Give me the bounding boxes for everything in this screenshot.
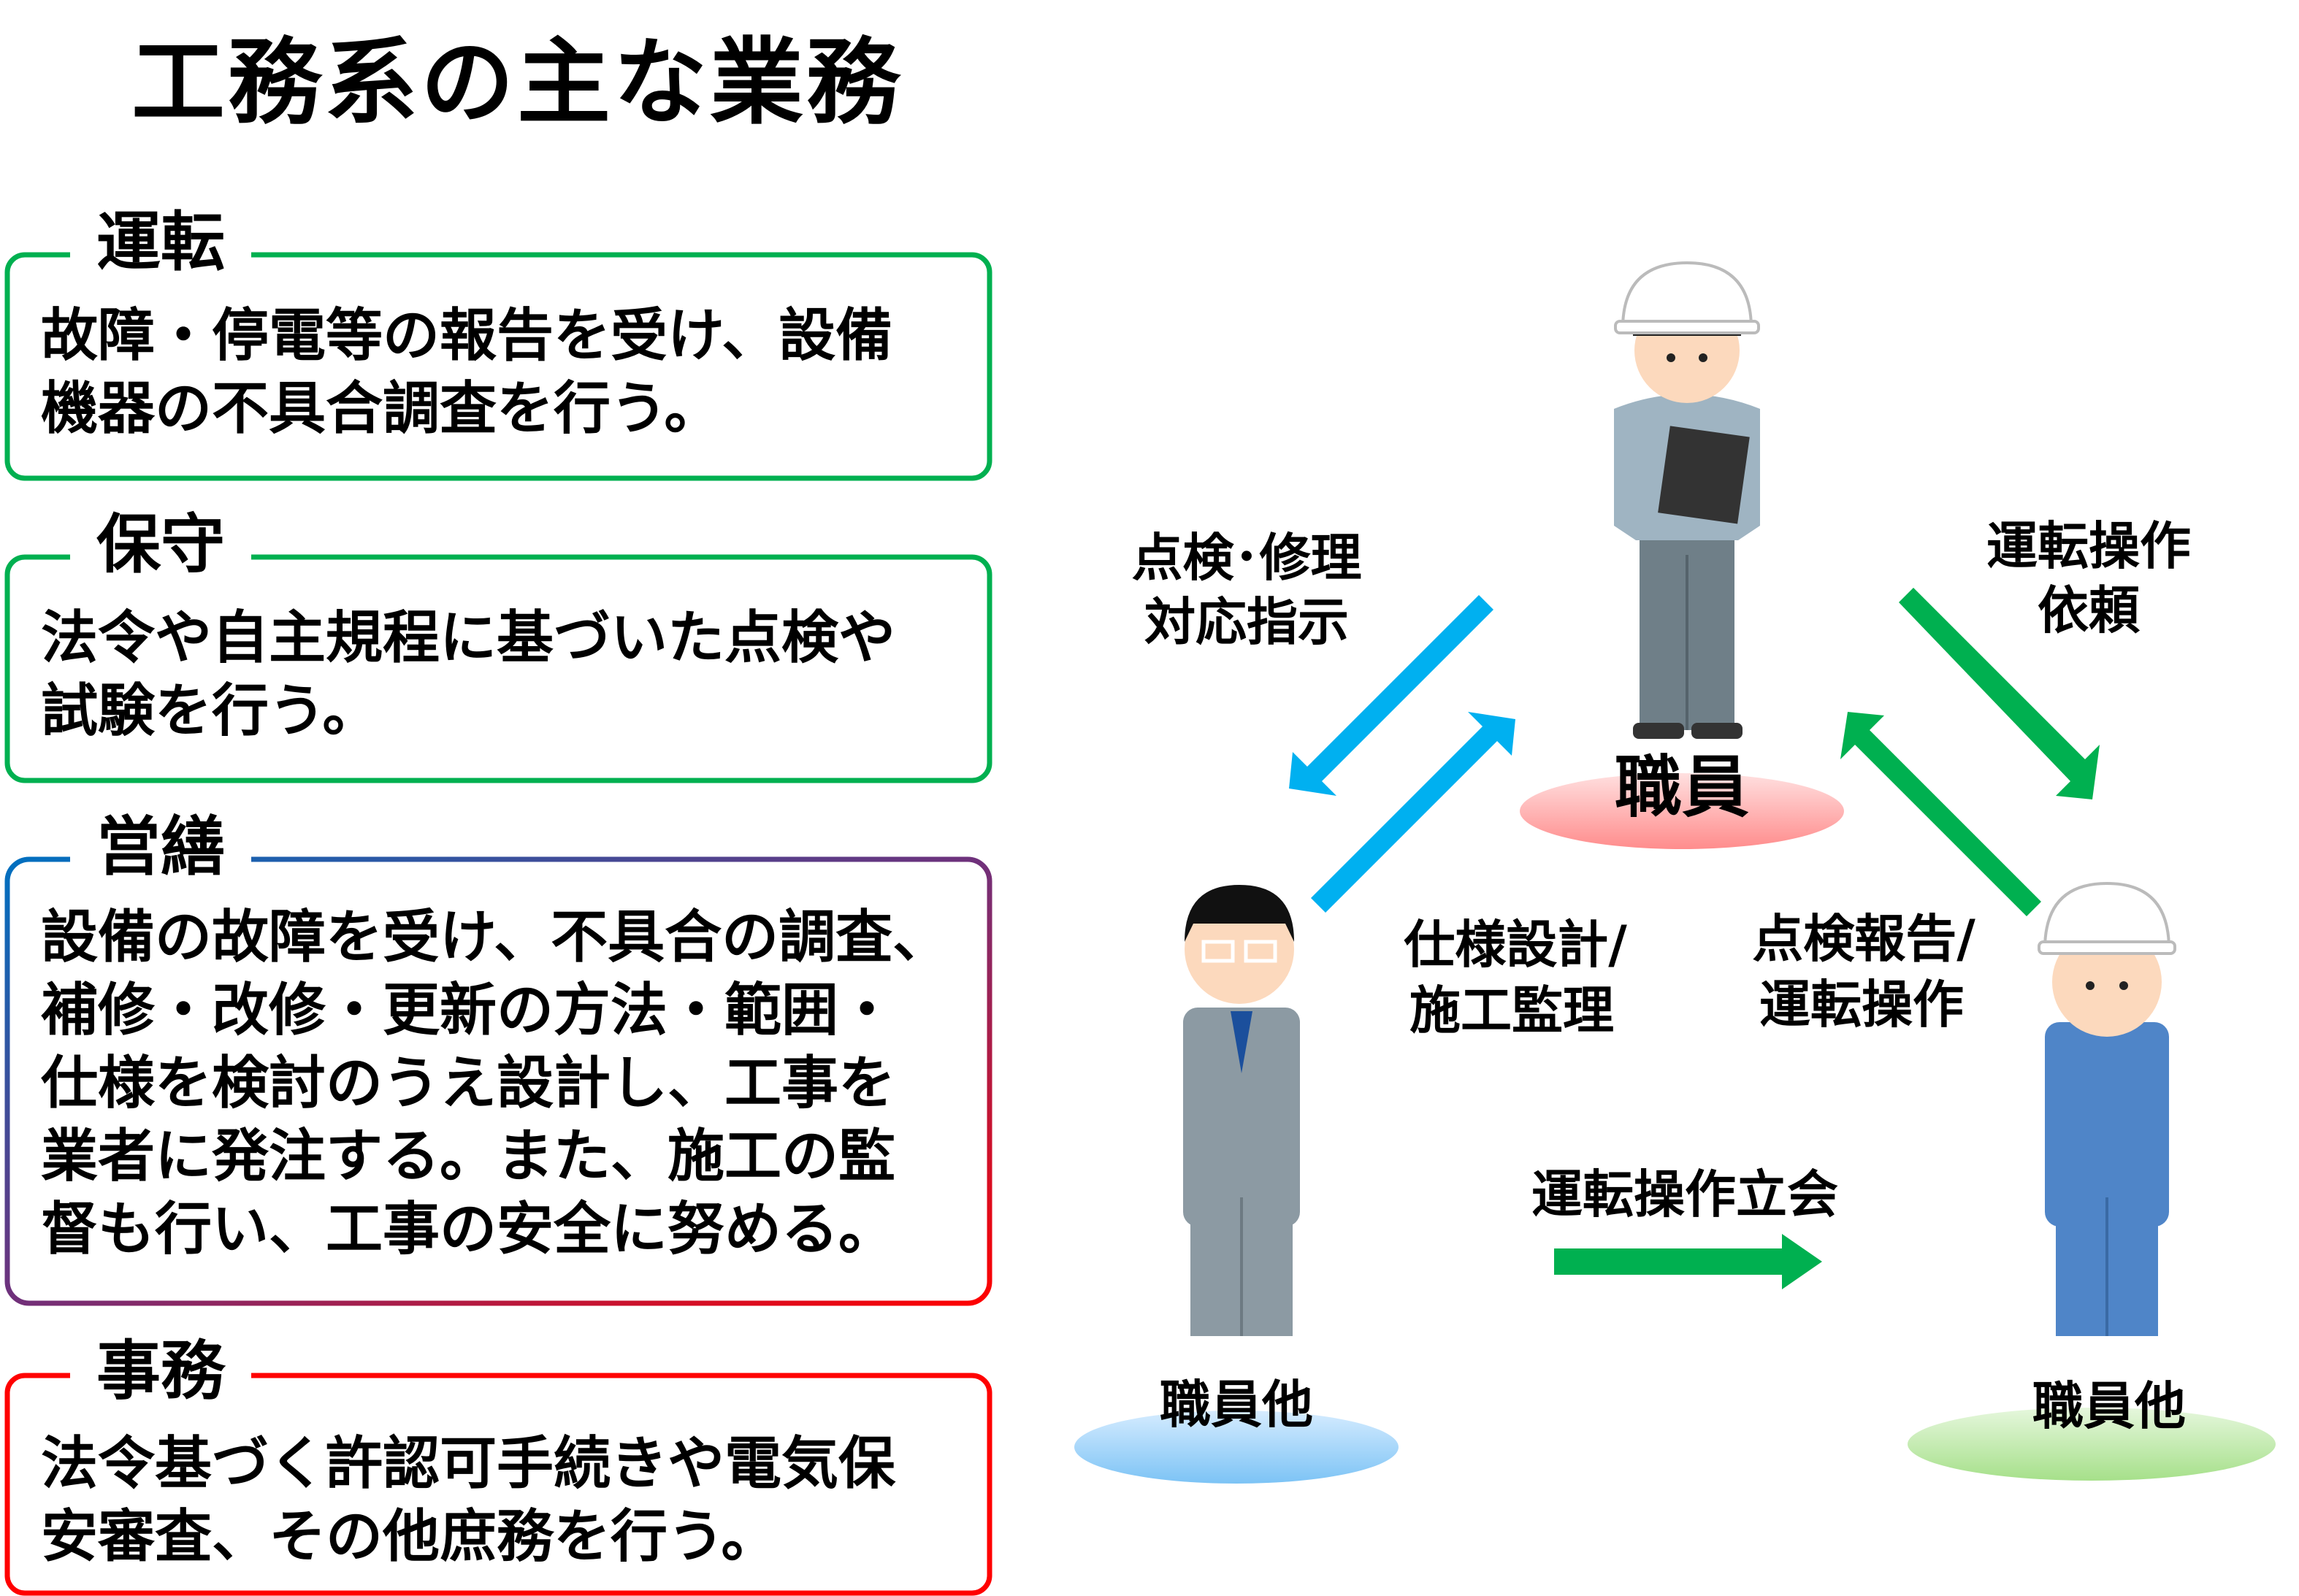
edge-label-spec-design-1: 仕様設計/ — [1404, 915, 1627, 975]
section-label-operation: 運転 — [70, 210, 252, 275]
staff-other-right-base — [1908, 1408, 2276, 1481]
arrow-staff-to-left — [1289, 595, 1493, 796]
text-line: 仕様を検討のうえ設計し、工事を — [41, 1051, 896, 1116]
text-line: 機器の不具合調査を行う。 — [41, 376, 722, 442]
staff-other-left-base — [1074, 1411, 1399, 1484]
section-body-operation: 故障・停電等の報告を受け、設備 機器の不具合調査を行う。 — [41, 299, 892, 445]
edge-label-inspection-report-2: 運転操作 — [1759, 975, 1964, 1035]
box-repair — [4, 856, 992, 1306]
staff-label: 職員 — [1615, 748, 1749, 826]
staff-base — [1520, 773, 1844, 849]
edge-label-operation-request-1: 運転操作 — [1986, 516, 2191, 576]
worker-blue-uniform-illustration — [2038, 881, 2176, 1336]
text-line: 業者に発注する。また、施工の監 — [41, 1124, 896, 1189]
box-admin — [4, 1373, 992, 1596]
edge-label-operation-request-2: 依頼 — [2038, 580, 2141, 640]
text-line: 法令基づく許認可手続きや電気保 — [41, 1431, 896, 1497]
text-line: 法令や自主規程に基づいた点検や — [41, 605, 896, 671]
edge-label-inspection-report-1: 点検報告/ — [1752, 909, 1975, 969]
staff-other-left-label: 職員他 — [1160, 1375, 1313, 1435]
text-line: 督も行い、工事の安全に努める。 — [41, 1197, 896, 1262]
page-title: 工務系の主な業務 — [131, 28, 903, 137]
text-line: 安審査、その他庶務を行う。 — [41, 1504, 779, 1570]
text-line: 補修・改修・更新の方法・範囲・ — [41, 978, 896, 1043]
staff-suit-glasses-illustration — [1183, 885, 1300, 1336]
arrow-right-to-staff — [1840, 712, 2041, 916]
section-label-repair: 営繕 — [70, 815, 252, 879]
text-line: 設備の故障を受け、不具合の調査、 — [41, 905, 950, 970]
text-line: 故障・停電等の報告を受け、設備 — [41, 303, 893, 369]
section-label-maintenance: 保守 — [70, 513, 252, 577]
text-line: 試験を行う。 — [41, 678, 380, 744]
arrow-left-to-staff — [1311, 712, 1515, 913]
section-body-admin: 法令基づく許認可手続きや電気保 安審査、その他庶務を行う。 — [41, 1427, 895, 1573]
section-label-admin: 事務 — [70, 1339, 252, 1403]
arrow-staff-to-right — [1899, 588, 2100, 799]
section-body-maintenance: 法令や自主規程に基づいた点検や 試験を行う。 — [41, 602, 895, 748]
edge-label-inspect-repair-2: 対応指示 — [1144, 592, 1349, 652]
arrow-left-to-right — [1554, 1234, 1822, 1289]
box-maintenance — [4, 554, 992, 783]
edge-label-inspect-repair-1: 点検･修理 — [1132, 528, 1362, 588]
worker-helmet-clipboard-illustration — [1614, 261, 1760, 739]
edge-label-operation-witness: 運転操作立会 — [1531, 1165, 1838, 1224]
staff-other-right-label: 職員他 — [2032, 1376, 2186, 1436]
section-body-repair: 設備の故障を受け、不具合の調査、 補修・改修・更新の方法・範囲・ 仕様を検討のう… — [41, 901, 949, 1266]
edge-label-spec-design-2: 施工監理 — [1409, 981, 1614, 1040]
box-operation — [4, 252, 992, 481]
